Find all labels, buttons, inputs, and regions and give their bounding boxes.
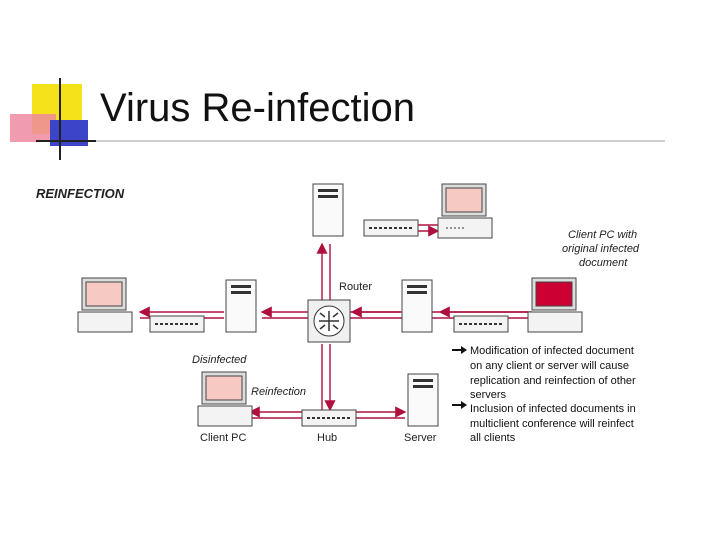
diagram-heading: REINFECTION: [36, 186, 125, 201]
left-server: [225, 279, 257, 333]
right-server: [401, 279, 433, 333]
infected-client-label-3: document: [579, 257, 628, 269]
pink-square: [10, 114, 56, 142]
network-wires: [138, 224, 532, 419]
left-hub: [149, 315, 205, 333]
note-arrow-icon: [452, 346, 467, 354]
top-hub: [363, 219, 419, 237]
note-1-line-2: on any client or server will cause: [470, 360, 629, 372]
infected-client-label-2: original infected: [562, 243, 640, 255]
note-2-line-2: multiclient conference will reinfect: [470, 418, 634, 430]
bottom-server: [407, 373, 439, 427]
note-1-line-1: Modification of infected document: [470, 345, 634, 357]
disinfected-label: Disinfected: [192, 354, 247, 366]
left-client-pc: [77, 277, 133, 333]
client-pc-label: Client PC: [200, 432, 247, 444]
server-label: Server: [404, 432, 437, 444]
slide-title: Virus Re-infection: [100, 86, 415, 130]
router: [307, 299, 351, 343]
hub-label: Hub: [317, 432, 337, 444]
infected-client-pc: [527, 277, 583, 333]
note-2-line-1: Inclusion of infected documents in: [470, 403, 636, 415]
diagram-crop-mask: [0, 444, 720, 540]
note-2-line-3: all clients: [470, 432, 516, 444]
bottom-hub: [301, 409, 357, 427]
note-2: Inclusion of infected documents in multi…: [452, 401, 636, 444]
bottom-client-pc: [197, 371, 253, 427]
reinfection-label: Reinfection: [251, 386, 306, 398]
top-server: [312, 183, 344, 237]
note-arrow-icon: [452, 401, 467, 409]
note-1-line-3: replication and reinfection of other: [470, 375, 636, 387]
top-client-pc: [437, 183, 493, 239]
right-hub: [453, 315, 509, 333]
note-1: Modification of infected document on any…: [452, 345, 636, 401]
note-1-line-4: servers: [470, 389, 507, 401]
infected-client-label-1: Client PC with: [568, 229, 637, 241]
router-label: Router: [339, 281, 372, 293]
